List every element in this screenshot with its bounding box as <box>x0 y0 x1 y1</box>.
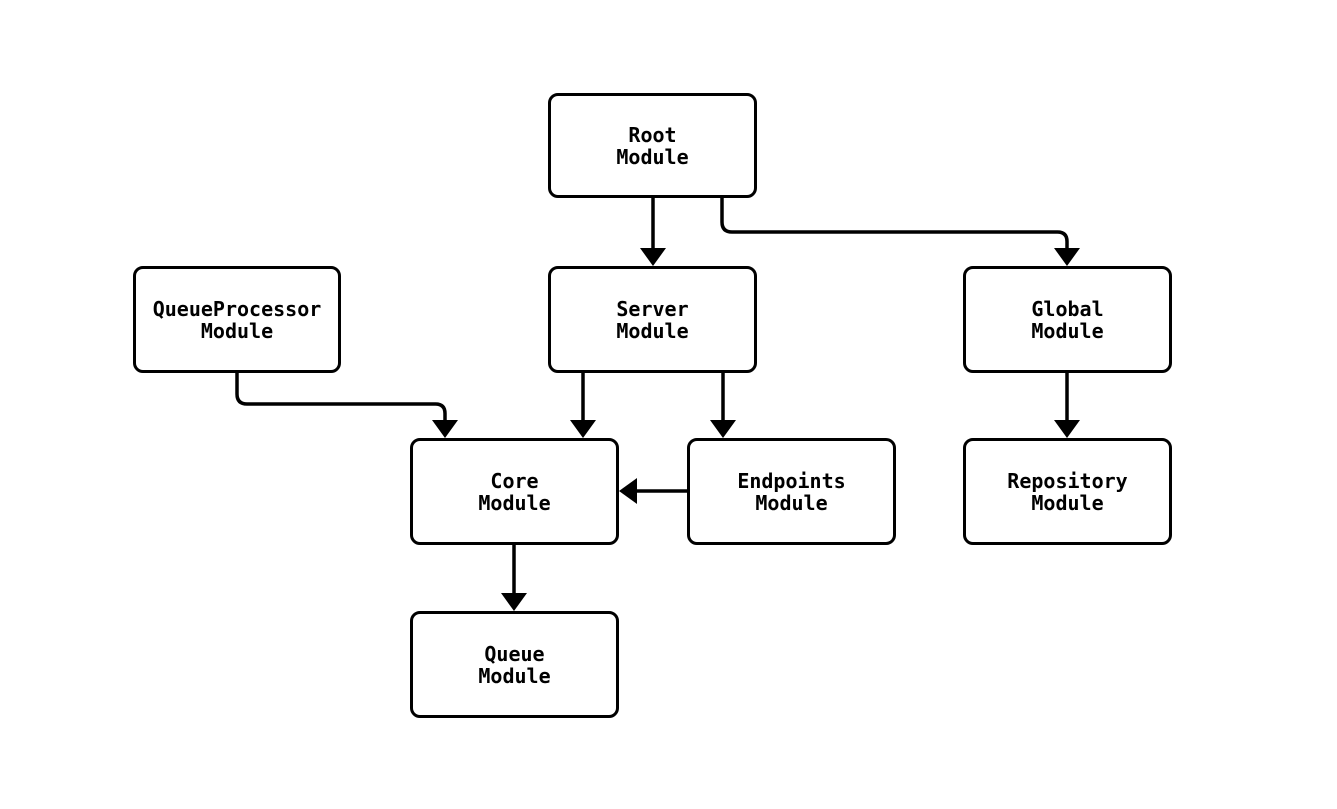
edge-queueprocessor-module-to-core-module <box>235 373 447 423</box>
node-label-line: Queue <box>484 641 545 666</box>
node-label-line: Module <box>478 663 551 688</box>
node-label-line: Endpoints <box>737 468 846 493</box>
node-label-line: Core <box>490 468 539 493</box>
node-label-line: Server <box>616 296 689 321</box>
arrowhead-endpoints-module-to-core-module <box>619 478 637 504</box>
arrowhead-global-module-to-repository-module <box>1054 420 1080 438</box>
node-label-line: Module <box>616 318 689 343</box>
node-label-line: Module <box>1031 490 1104 515</box>
arrowhead-root-module-to-server-module <box>640 248 666 266</box>
arrowhead-root-module-to-global-module <box>1054 248 1080 266</box>
node-label-line: Module <box>755 490 828 515</box>
node-label-line: Module <box>200 318 274 343</box>
node-label-line: Repository <box>1007 468 1128 493</box>
node-label-line: Module <box>478 490 551 515</box>
node-label-line: Global <box>1031 296 1104 321</box>
arrowhead-server-module-to-endpoints-module <box>710 420 736 438</box>
arrowhead-queueprocessor-module-to-core-module <box>432 420 458 438</box>
node-label-line: Module <box>1031 318 1104 343</box>
node-label-line: QueueProcessor <box>152 296 322 321</box>
edge-root-module-to-global-module <box>720 198 1069 251</box>
node-label-line: Module <box>616 144 689 169</box>
arrowhead-server-module-to-core-module <box>570 420 596 438</box>
arrowhead-core-module-to-queue-module <box>501 593 527 611</box>
node-label-line: Root <box>628 122 677 147</box>
